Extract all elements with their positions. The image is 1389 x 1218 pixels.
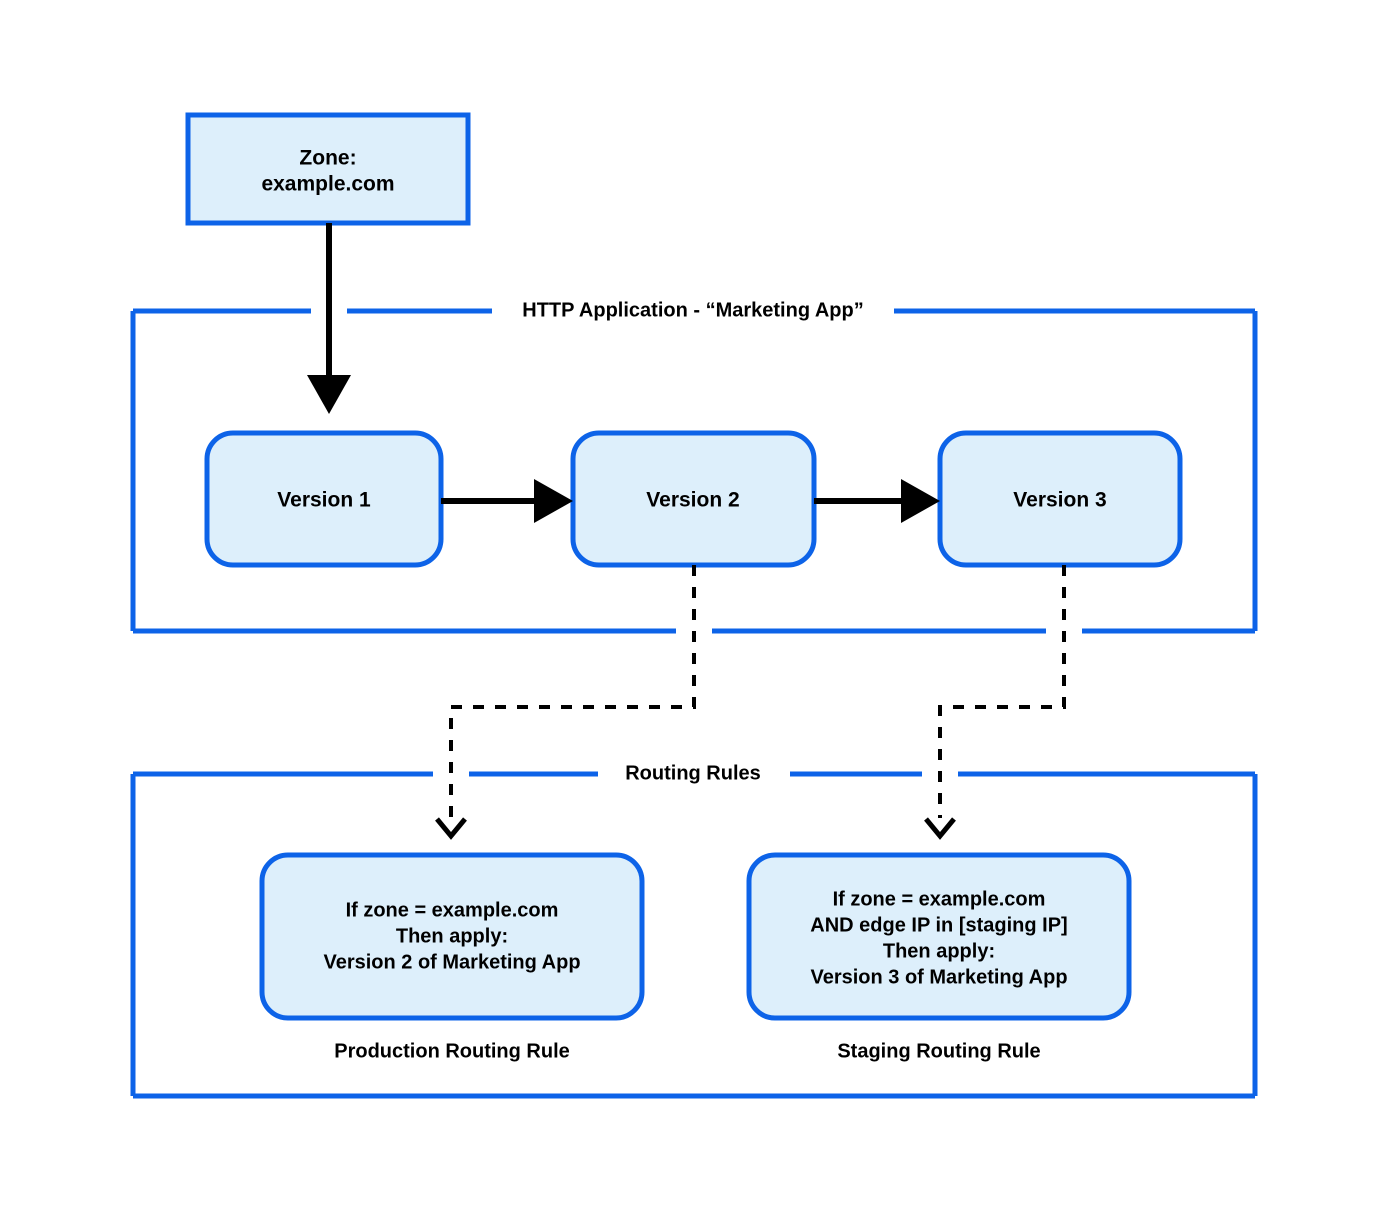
routing-rule-staging-line-1: If zone = example.com <box>833 888 1046 910</box>
version-node-2-label: Version 2 <box>646 489 739 512</box>
routing-rule-production-caption: Production Routing Rule <box>334 1040 570 1062</box>
version-node-2[interactable]: Version 2 <box>570 430 817 568</box>
routing-rule-production-line-2: Then apply: <box>396 925 508 947</box>
routing-rules-group-label: Routing Rules <box>625 762 761 784</box>
arrow-version1-to-version2 <box>441 479 573 523</box>
version-node-1-label: Version 1 <box>277 489 371 512</box>
zone-node-label-line1: Zone: <box>299 147 356 170</box>
version-node-3[interactable]: Version 3 <box>937 430 1183 568</box>
zone-node-label-line2: example.com <box>261 173 394 196</box>
http-application-group-label: HTTP Application - “Marketing App” <box>522 299 863 321</box>
connector-version3-to-staging-rule-head <box>924 817 956 840</box>
routing-rule-production-line-3: Version 2 of Marketing App <box>323 951 580 973</box>
arrow-zone-to-version1-head <box>307 375 351 414</box>
connector-version3-to-staging-rule <box>924 565 1066 840</box>
routing-rule-node-staging-shape <box>746 852 1132 1021</box>
arrow-version2-to-version3-head <box>901 479 940 523</box>
connector-version2-to-production-rule-head <box>435 817 467 840</box>
arrow-version1-to-version2-head <box>534 479 573 523</box>
routing-rule-staging-line-2: AND edge IP in [staging IP] <box>810 914 1067 936</box>
routing-rule-staging-caption: Staging Routing Rule <box>837 1040 1040 1062</box>
routing-rule-staging-line-4: Version 3 of Marketing App <box>810 966 1067 988</box>
connector-version2-to-production-rule <box>435 565 696 840</box>
arrow-zone-to-version1 <box>307 223 351 414</box>
routing-rule-node-production-shape <box>259 852 645 1021</box>
zone-node-shape <box>185 112 471 226</box>
routing-rule-staging-line-3: Then apply: <box>883 940 995 962</box>
http-application-group: HTTP Application - “Marketing App” <box>130 299 1258 634</box>
connector-version3-to-staging-rule-path <box>938 565 1066 818</box>
version-node-3-label: Version 3 <box>1013 489 1106 512</box>
version-node-3-shape <box>937 430 1183 568</box>
routing-rule-production-line-1: If zone = example.com <box>346 899 559 921</box>
version-node-1[interactable]: Version 1 <box>204 430 444 568</box>
routing-rules-group: Routing Rules <box>130 762 1258 1099</box>
zone-node[interactable]: Zone: example.com <box>185 112 471 226</box>
routing-rule-node-staging[interactable]: If zone = example.com AND edge IP in [st… <box>746 852 1132 1021</box>
routing-rule-node-production[interactable]: If zone = example.com Then apply: Versio… <box>259 852 645 1021</box>
connector-version2-to-production-rule-path <box>449 565 696 818</box>
arrow-version2-to-version3 <box>814 479 940 523</box>
